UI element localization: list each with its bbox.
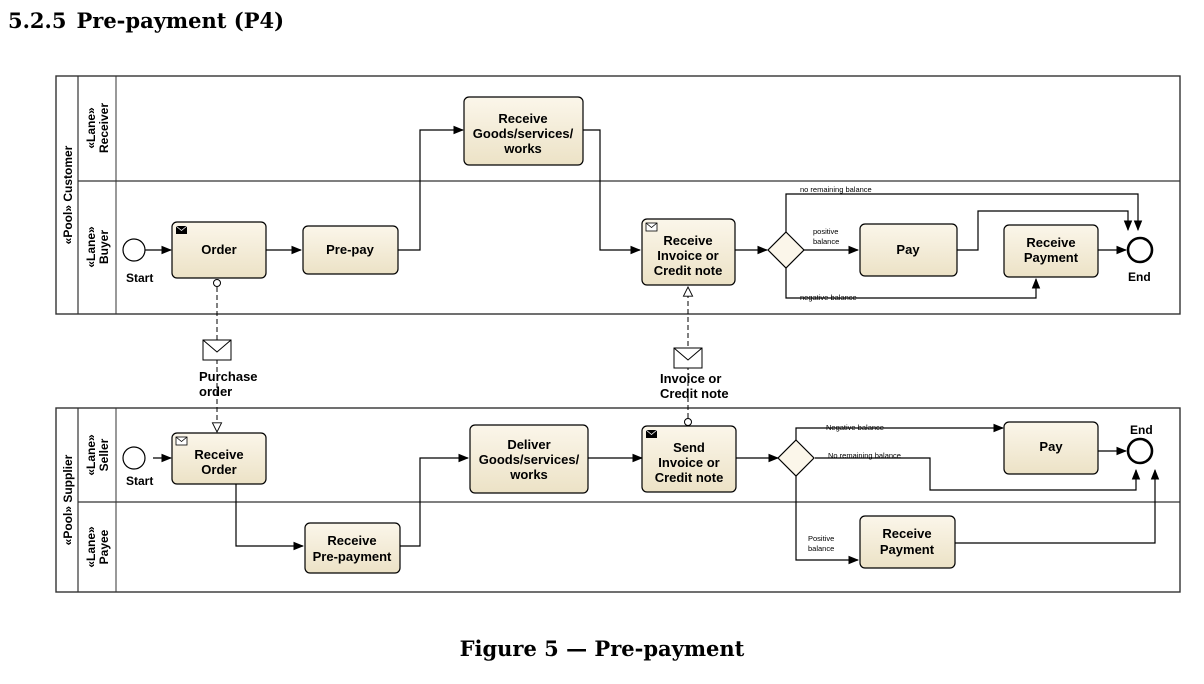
- svg-text:Payment: Payment: [880, 542, 935, 557]
- svg-text:order: order: [199, 384, 232, 399]
- end-event-seller: End: [1126, 423, 1154, 465]
- task-deliver-goods: Deliver Goods/services/ works: [469, 424, 589, 494]
- pool-customer-label: «Pool» Customer: [61, 145, 75, 244]
- svg-text:Deliver: Deliver: [507, 437, 550, 452]
- section-title: Pre-payment (P4): [76, 8, 285, 33]
- lane-buyer-label: «Lane» Buyer: [84, 226, 111, 268]
- svg-text:works: works: [503, 141, 542, 156]
- message-envelope-invoice-icon: [673, 347, 703, 369]
- svg-text:Receiver: Receiver: [97, 103, 111, 153]
- svg-text:Pay: Pay: [896, 242, 920, 257]
- message-envelope-purchase-order-icon: [202, 339, 232, 361]
- svg-text:Seller: Seller: [97, 438, 111, 471]
- lane-payee-label: «Lane» Payee: [84, 526, 111, 568]
- svg-text:Goods/services/: Goods/services/: [473, 126, 574, 141]
- task-pre-pay: Pre-pay: [302, 225, 399, 275]
- task-pay-seller: Pay: [1003, 421, 1099, 475]
- svg-text:«Lane»: «Lane»: [84, 434, 98, 476]
- svg-text:Pay: Pay: [1039, 439, 1063, 454]
- svg-text:Payee: Payee: [97, 529, 111, 564]
- task-receive-goods: Receive Goods/services/ works: [463, 96, 584, 166]
- svg-text:works: works: [509, 467, 548, 482]
- svg-text:«Lane»: «Lane»: [84, 526, 98, 568]
- receive-message-icon: [645, 222, 658, 232]
- lane-receiver-label: «Lane» Receiver: [84, 103, 111, 153]
- svg-text:Receive: Receive: [882, 526, 931, 541]
- message-label-invoice: Invoice or Credit note: [660, 371, 729, 401]
- svg-text:Order: Order: [201, 242, 236, 257]
- start-event-buyer: Start: [122, 238, 153, 285]
- svg-text:Start: Start: [126, 271, 153, 285]
- task-receive-invoice: Receive Invoice or Credit note: [641, 218, 736, 286]
- sequence-flows-customer: [141, 125, 1143, 299]
- svg-text:Send: Send: [673, 440, 705, 455]
- gateway-balance-seller: [777, 439, 815, 477]
- task-receive-payment-payee: Receive Payment: [859, 515, 956, 569]
- svg-text:Buyer: Buyer: [97, 230, 111, 264]
- svg-text:Invoice or: Invoice or: [658, 455, 719, 470]
- svg-text:End: End: [1130, 423, 1153, 437]
- svg-text:Receive: Receive: [663, 233, 712, 248]
- pool-supplier-label: «Pool» Supplier: [61, 454, 75, 545]
- task-receive-prepayment: Receive Pre-payment: [304, 522, 401, 574]
- flow-label-negative-balance-buyer: negative balance: [800, 293, 857, 302]
- sequence-flows-supplier: [153, 423, 1160, 565]
- svg-text:Payment: Payment: [1024, 250, 1079, 265]
- svg-text:balance: balance: [808, 544, 834, 553]
- section-number: 5.2.5: [8, 8, 67, 33]
- task-pay-buyer: Pay: [859, 223, 958, 277]
- task-receive-order: Receive Order: [171, 432, 267, 485]
- send-message-icon: [645, 429, 658, 438]
- svg-text:Goods/services/: Goods/services/: [479, 452, 580, 467]
- svg-text:Credit note: Credit note: [654, 263, 723, 278]
- flow-label-no-remaining-balance-seller: No remaining balance: [828, 451, 901, 460]
- end-event-buyer: End: [1126, 236, 1154, 284]
- svg-text:Credit note: Credit note: [660, 386, 729, 401]
- figure-caption: Figure 5 — Pre-payment: [459, 636, 745, 661]
- message-label-purchase-order: Purchase order: [199, 369, 258, 399]
- svg-text:Invoice or: Invoice or: [660, 371, 721, 386]
- svg-text:End: End: [1128, 270, 1151, 284]
- send-message-icon: [175, 225, 188, 234]
- flow-label-negative-balance-seller: Negative balance: [826, 423, 884, 432]
- svg-text:Invoice or: Invoice or: [657, 248, 718, 263]
- task-receive-payment-buyer: Receive Payment: [1003, 224, 1099, 278]
- flow-label-no-remaining-balance-buyer: no remaining balance: [800, 185, 872, 194]
- svg-text:Pre-pay: Pre-pay: [326, 242, 374, 257]
- gateway-balance-buyer: [767, 231, 805, 269]
- svg-text:Receive: Receive: [1026, 235, 1075, 250]
- receive-message-icon: [175, 436, 188, 446]
- svg-text:Receive: Receive: [194, 447, 243, 462]
- svg-text:Order: Order: [201, 462, 236, 477]
- svg-text:balance: balance: [813, 237, 839, 246]
- svg-text:Receive: Receive: [327, 533, 376, 548]
- svg-text:«Lane»: «Lane»: [84, 107, 98, 149]
- svg-text:Purchase: Purchase: [199, 369, 258, 384]
- flow-labels: no remaining balance positive balance ne…: [800, 185, 901, 553]
- svg-text:Receive: Receive: [498, 111, 547, 126]
- task-send-invoice: Send Invoice or Credit note: [641, 425, 737, 493]
- lane-seller-label: «Lane» Seller: [84, 434, 111, 476]
- svg-text:«Lane»: «Lane»: [84, 226, 98, 268]
- start-event-seller: Start: [122, 446, 153, 488]
- task-order: Order: [171, 221, 267, 279]
- svg-text:Pre-payment: Pre-payment: [313, 549, 392, 564]
- svg-text:Credit note: Credit note: [655, 470, 724, 485]
- svg-text:Positive: Positive: [808, 534, 834, 543]
- svg-text:Start: Start: [126, 474, 153, 488]
- section-heading: 5.2.5 Pre-payment (P4): [8, 8, 284, 33]
- svg-text:positive: positive: [813, 227, 838, 236]
